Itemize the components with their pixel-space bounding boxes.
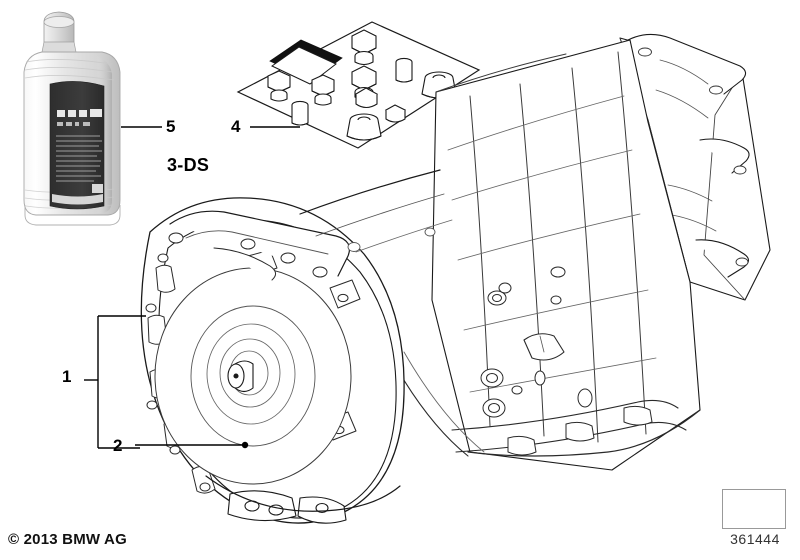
arrow-icon-box <box>722 489 786 529</box>
transmission-oil-bottle <box>23 11 121 226</box>
callout-2: 2 <box>113 436 123 455</box>
callout-4: 4 <box>231 117 241 136</box>
callout-1: 1 <box>62 367 72 386</box>
callout-leaders <box>84 126 300 449</box>
copyright-notice: © 2013 BMW AG <box>8 531 127 548</box>
automatic-transmission-assembly <box>140 33 771 524</box>
diagram-number: 361444 <box>730 531 780 547</box>
leader-dot-2 <box>241 441 249 449</box>
callout-3-ds: 3-DS <box>167 155 210 175</box>
callout-5: 5 <box>166 117 176 136</box>
